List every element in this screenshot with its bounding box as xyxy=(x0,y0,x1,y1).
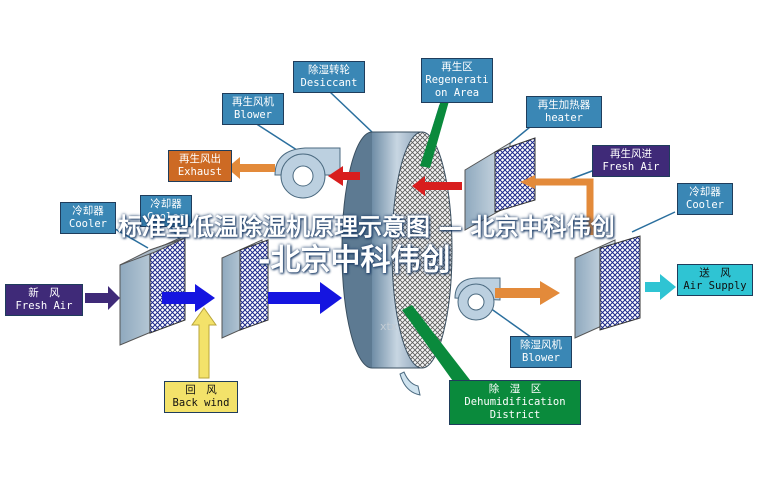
air-supply-label-zh: 送 风 xyxy=(699,267,731,279)
cooler-mid-unit xyxy=(221,239,269,339)
back-wind-arrow xyxy=(191,307,217,379)
watermark-text: xtx xyxy=(380,320,398,333)
overlay-watermark-text: 标准型低温除湿机原理示意图 — 北京中科伟创 -北京中科伟创 xyxy=(118,210,658,278)
dehum-district-pointer xyxy=(402,305,470,384)
regen-exhaust-label-en: Exhaust xyxy=(177,166,223,178)
cooler-right-label: 冷却器 Cooler xyxy=(677,183,733,215)
regen-exhaust-label: 再生风出 Exhaust xyxy=(168,150,232,182)
air-supply-label: 送 风 Air Supply xyxy=(677,264,753,296)
regen-heater-label-en: heater xyxy=(545,112,583,124)
cooler-mid-label-en: Cooler xyxy=(147,211,185,223)
cooler-left-unit xyxy=(119,237,186,346)
regen-area-label-en2: on Area xyxy=(434,87,480,99)
process-arrow-3 xyxy=(495,281,560,305)
dehum-blower-unit xyxy=(454,277,501,321)
regen-heater-unit xyxy=(464,137,536,231)
overlay-line1: 标准型低温除湿机原理示意图 — 北京中科伟创 xyxy=(118,213,615,241)
regen-fresh-air-path xyxy=(535,178,594,190)
dehum-district-label-en2: District xyxy=(489,409,541,421)
dehum-district-label: 除 湿 区 Dehumidification District xyxy=(449,380,581,425)
cooler-mid-label: 冷却器 Cooler xyxy=(140,195,192,227)
cooler-right-unit xyxy=(574,235,641,339)
cooler-left-label-zh: 冷却器 xyxy=(72,205,104,217)
regeneration-area-label: 再生区 Regenerati on Area xyxy=(421,58,493,103)
regen-exhaust-label-zh: 再生风出 xyxy=(179,153,221,165)
overlay-line2: -北京中科伟创 xyxy=(258,243,451,278)
airflow-arrows xyxy=(85,157,676,379)
regen-fresh-air-label-en: Fresh Air xyxy=(602,161,660,173)
dehum-blower-label: 除湿风机 Blower xyxy=(510,336,572,368)
dehum-blower-label-en: Blower xyxy=(522,352,560,364)
exhaust-arrow xyxy=(227,157,275,179)
regen-area-label-en1: Regenerati xyxy=(425,74,489,86)
regen-blower-unit xyxy=(274,147,341,199)
fresh-air-label-zh: 新 风 xyxy=(28,287,60,299)
dehum-blower-label-zh: 除湿风机 xyxy=(520,339,562,351)
regen-fresh-air-label-zh: 再生风进 xyxy=(610,148,652,160)
process-arrow-1 xyxy=(162,284,215,312)
regen-blower-label-zh: 再生风机 xyxy=(232,96,274,108)
cooler-left-label-en: Cooler xyxy=(69,218,107,230)
desiccant-label: 除湿转轮 Desiccant xyxy=(293,61,365,93)
back-wind-label-en: Back wind xyxy=(172,397,230,409)
desiccant-label-en: Desiccant xyxy=(300,77,358,89)
dehum-district-label-en1: Dehumidification xyxy=(464,396,566,408)
fresh-air-label-en: Fresh Air xyxy=(15,300,73,312)
back-wind-label: 回 风 Back wind xyxy=(164,381,238,413)
regen-heater-label: 再生加热器 heater xyxy=(526,96,602,128)
regen-arrow-1 xyxy=(412,176,462,196)
cooler-right-label-zh: 冷却器 xyxy=(689,186,721,198)
regen-area-label-zh: 再生区 xyxy=(441,61,473,73)
regen-blower-label-en: Blower xyxy=(234,109,272,121)
regen-heater-label-zh: 再生加热器 xyxy=(537,99,591,111)
air-supply-label-en: Air Supply xyxy=(683,280,747,292)
cooler-left-label: 冷却器 Cooler xyxy=(60,202,116,234)
desiccant-label-zh: 除湿转轮 xyxy=(308,64,350,76)
fresh-air-label: 新 风 Fresh Air xyxy=(5,284,83,316)
air-supply-arrow xyxy=(645,274,676,300)
fresh-air-arrow xyxy=(85,286,120,310)
regen-fresh-air-label: 再生风进 Fresh Air xyxy=(592,145,670,177)
back-wind-label-zh: 回 风 xyxy=(185,384,217,396)
regen-blower-label: 再生风机 Blower xyxy=(222,93,284,125)
cooler-mid-label-zh: 冷却器 xyxy=(150,198,182,210)
dehum-district-label-zh: 除 湿 区 xyxy=(488,383,542,395)
regen-arrow-2 xyxy=(328,166,360,186)
process-arrow-2 xyxy=(268,282,342,314)
cooler-right-label-en: Cooler xyxy=(686,199,724,211)
